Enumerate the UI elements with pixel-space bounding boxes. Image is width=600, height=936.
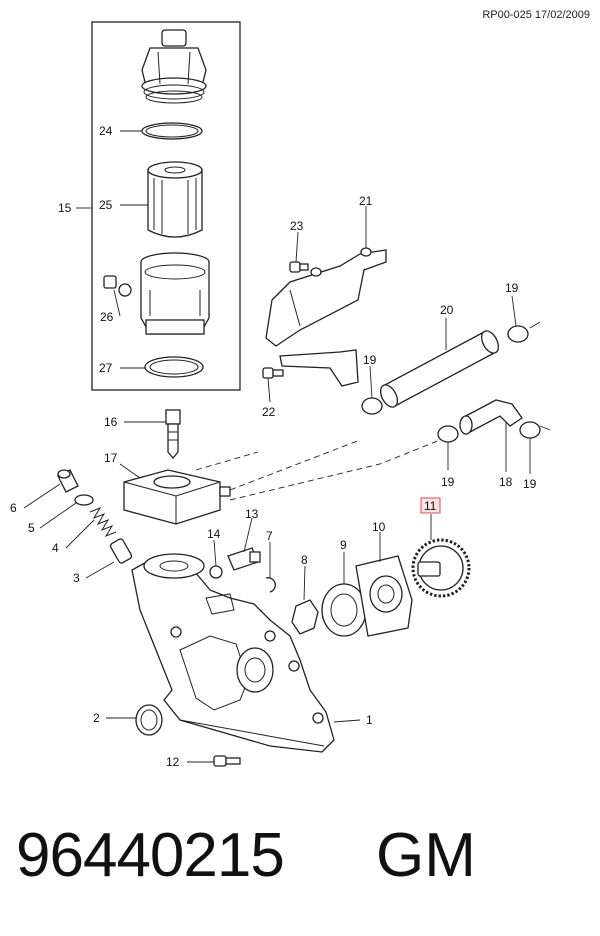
brand-name: GM (376, 821, 476, 890)
callout-26: 26 (100, 310, 114, 324)
exploded-parts-diagram: 15 24 25 26 27 16 17 6 5 4 3 2 12 1 14 1… (10, 21, 551, 769)
callout-19-top-right: 19 (505, 281, 519, 295)
pump-body-1 (131, 553, 335, 753)
washer-5 (74, 494, 94, 506)
callout-23: 23 (290, 219, 304, 233)
callout-7: 7 (266, 529, 273, 543)
part-number: 96440215 (16, 821, 285, 890)
seal-2 (135, 704, 163, 736)
callout-20: 20 (440, 303, 454, 317)
bolt-22 (262, 367, 284, 379)
callout-25: 25 (99, 198, 113, 212)
bolt-12 (213, 755, 241, 767)
valve-3 (109, 538, 133, 564)
reference-code: RP00-025 17/02/2009 (482, 9, 590, 21)
callout-6: 6 (10, 501, 17, 515)
outer-rotor-9 (321, 583, 367, 637)
filter-housing (140, 252, 210, 335)
callout-27: 27 (99, 361, 113, 375)
seal-27 (144, 356, 204, 378)
callout-21: 21 (359, 194, 373, 208)
cover-10 (355, 555, 413, 637)
callout-14: 14 (207, 527, 221, 541)
callout-12: 12 (166, 755, 180, 769)
callout-10: 10 (372, 520, 386, 534)
callout-22: 22 (262, 405, 276, 419)
bolt-23 (289, 261, 309, 273)
callout-19-lower-right: 19 (523, 477, 537, 491)
hose-clamp (361, 325, 541, 443)
filter-element-25 (147, 161, 203, 238)
callout-3: 3 (73, 571, 80, 585)
drive-gear-11 (411, 538, 471, 598)
washer-14 (209, 565, 223, 579)
callout-24: 24 (99, 124, 113, 138)
spring-4 (89, 506, 117, 538)
callout-11-highlight (420, 497, 441, 514)
clip-7 (265, 577, 276, 593)
callout-15: 15 (58, 201, 72, 215)
plug-6 (57, 469, 79, 493)
filter-cap (141, 29, 207, 104)
hose-20 (379, 330, 500, 408)
callout-13: 13 (245, 507, 259, 521)
callout-18: 18 (499, 475, 513, 489)
callout-4: 4 (52, 541, 59, 555)
callout-19-bracket: 19 (363, 353, 377, 367)
callout-17: 17 (104, 451, 118, 465)
callout-9: 9 (340, 538, 347, 552)
callout-1: 1 (366, 713, 373, 727)
drain-plug-26 (103, 275, 132, 297)
callout-5: 5 (28, 521, 35, 535)
callout-8: 8 (301, 553, 308, 567)
callout-11: 11 (424, 499, 437, 513)
adapter-16 (165, 409, 181, 460)
inner-rotor-8 (291, 599, 319, 635)
callout-16: 16 (104, 415, 118, 429)
filter-assembly-box (91, 21, 241, 391)
callout-2: 2 (93, 711, 100, 725)
hose-18 (459, 399, 523, 435)
callout-19-lower-left: 19 (441, 475, 455, 489)
oil-cooler-17 (123, 469, 231, 525)
